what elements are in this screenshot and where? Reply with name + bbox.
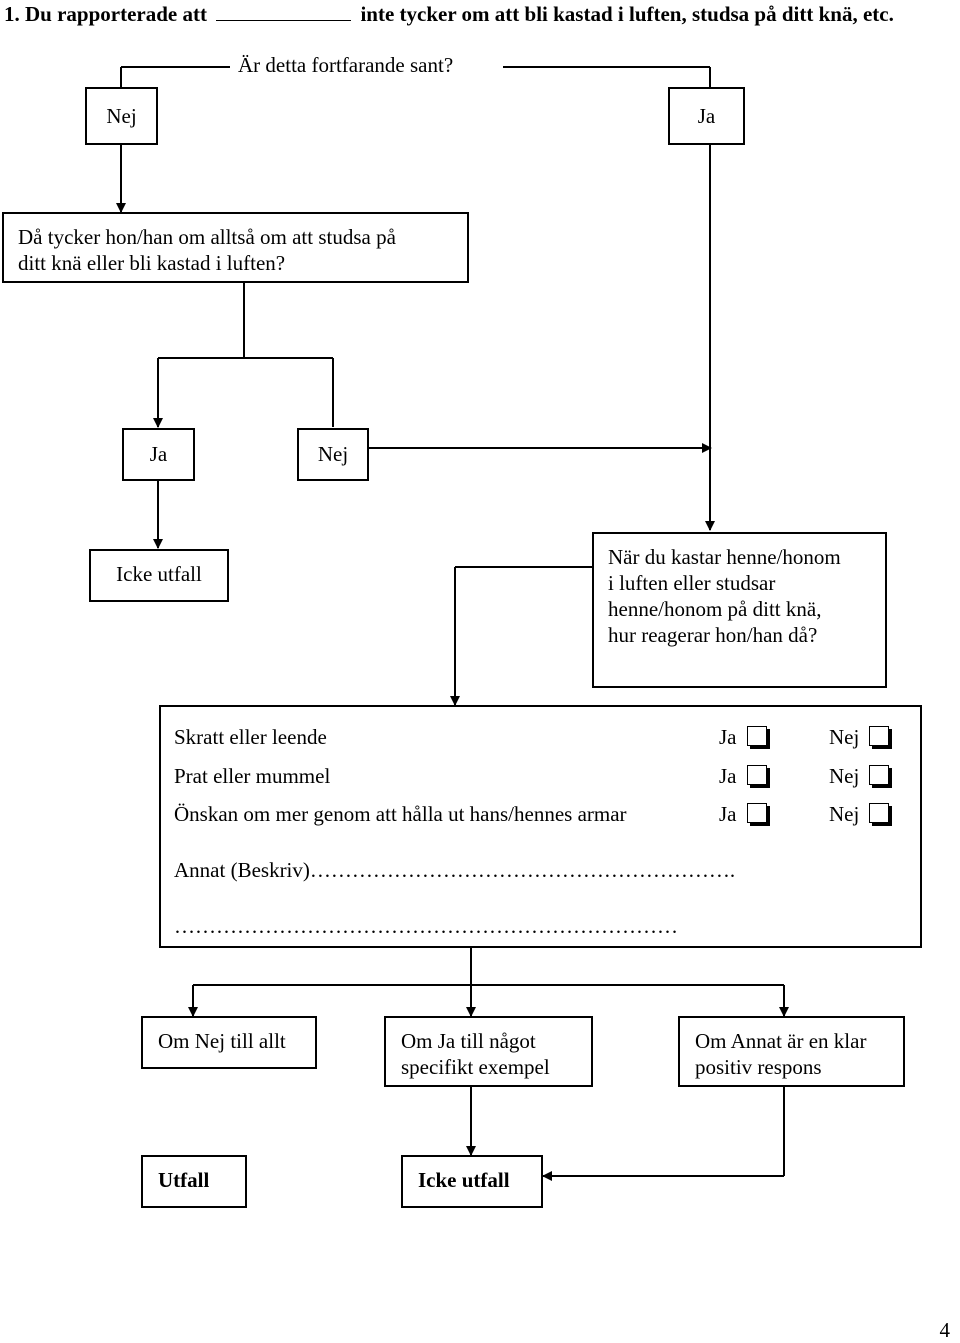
question3-box: När du kastar henne/honom i luften eller…	[592, 532, 887, 688]
q2-yes-label: Ja	[149, 442, 168, 466]
q1-no-label: Nej	[106, 104, 137, 128]
no-outcome-label-1: Icke utfall	[116, 562, 202, 586]
checklist-other[interactable]: Annat (Beskriv)…………………………………………………….	[174, 857, 735, 883]
no-outcome-box-1: Icke utfall	[89, 549, 229, 602]
question2-line2: ditt knä eller bli kastad i luften?	[18, 251, 286, 275]
q1-yes-box: Ja	[668, 87, 745, 145]
other-label: Annat (Beskriv)	[174, 858, 310, 882]
checklist-item-1-no[interactable]: Nej	[829, 724, 890, 750]
question3-line3: henne/honom på ditt knä,	[608, 597, 822, 621]
question3-line1: När du kastar henne/honom	[608, 545, 841, 569]
checklist-item-1-yes[interactable]: Ja	[719, 724, 767, 750]
branch-all-no-box: Om Nej till allt	[141, 1016, 317, 1069]
question3-line4: hur reagerar hon/han då?	[608, 623, 818, 647]
question1-label: Är detta fortfarande sant?	[236, 52, 456, 78]
branch-other-line1: Om Annat är en klar	[695, 1029, 867, 1053]
no-checkbox[interactable]	[869, 803, 890, 823]
branch-some-yes-box: Om Ja till något specifikt exempel	[384, 1016, 593, 1087]
yes-checkbox[interactable]	[746, 765, 767, 785]
page-number: 4	[939, 1318, 951, 1342]
checklist-item-2-yes[interactable]: Ja	[719, 763, 767, 789]
question-number: 1.	[4, 2, 20, 26]
checklist-item-2-label: Prat eller mummel	[174, 764, 331, 788]
question3-line2: i luften eller studsar	[608, 571, 776, 595]
checklist-item-3-label: Önskan om mer genom att hålla ut hans/he…	[174, 802, 627, 826]
branch-other-line2: positiv respons	[695, 1055, 822, 1079]
branch-all-no-label: Om Nej till allt	[158, 1029, 286, 1053]
question2-line1: Då tycker hon/han om alltså om att studs…	[18, 225, 396, 249]
no-label: Nej	[829, 725, 860, 749]
q1-yes-label: Ja	[697, 104, 716, 128]
no-outcome-box-2: Icke utfall	[401, 1155, 543, 1208]
no-checkbox[interactable]	[869, 765, 890, 785]
no-outcome-label-2: Icke utfall	[418, 1168, 510, 1192]
checklist-item-3-no[interactable]: Nej	[829, 801, 890, 827]
no-checkbox[interactable]	[869, 726, 890, 746]
branch-some-yes-line1: Om Ja till något	[401, 1029, 536, 1053]
question2-box: Då tycker hon/han om alltså om att studs…	[2, 212, 469, 283]
q2-yes-box: Ja	[122, 428, 195, 481]
no-label: Nej	[829, 802, 860, 826]
outcome-label: Utfall	[158, 1168, 210, 1192]
outcome-box: Utfall	[141, 1155, 247, 1208]
branch-other-box: Om Annat är en klar positiv respons	[678, 1016, 905, 1087]
q2-no-box: Nej	[297, 428, 369, 481]
q1-no-box: Nej	[85, 87, 158, 145]
reaction-checklist	[159, 705, 922, 948]
yes-checkbox[interactable]	[746, 803, 767, 823]
header-text-before: Du rapporterade att	[25, 2, 207, 26]
question-header: 1. Du rapporterade att inte tycker om at…	[4, 0, 894, 28]
branch-some-yes-line2: specifikt exempel	[401, 1055, 550, 1079]
other-fill-line-2[interactable]: ………………………………………………………………	[174, 914, 678, 938]
yes-label: Ja	[719, 802, 737, 826]
header-text-after: inte tycker om att bli kastad i luften, …	[360, 2, 894, 26]
q2-no-label: Nej	[317, 442, 349, 466]
fill-in-blank[interactable]	[216, 2, 352, 21]
checklist-item-2-no[interactable]: Nej	[829, 763, 890, 789]
checklist-item-3-yes[interactable]: Ja	[719, 801, 767, 827]
yes-checkbox[interactable]	[746, 726, 767, 746]
checklist-item-1-label: Skratt eller leende	[174, 725, 327, 749]
other-fill-line-1: …………………………………………………….	[309, 858, 736, 882]
no-label: Nej	[829, 764, 860, 788]
yes-label: Ja	[719, 725, 737, 749]
yes-label: Ja	[719, 764, 737, 788]
